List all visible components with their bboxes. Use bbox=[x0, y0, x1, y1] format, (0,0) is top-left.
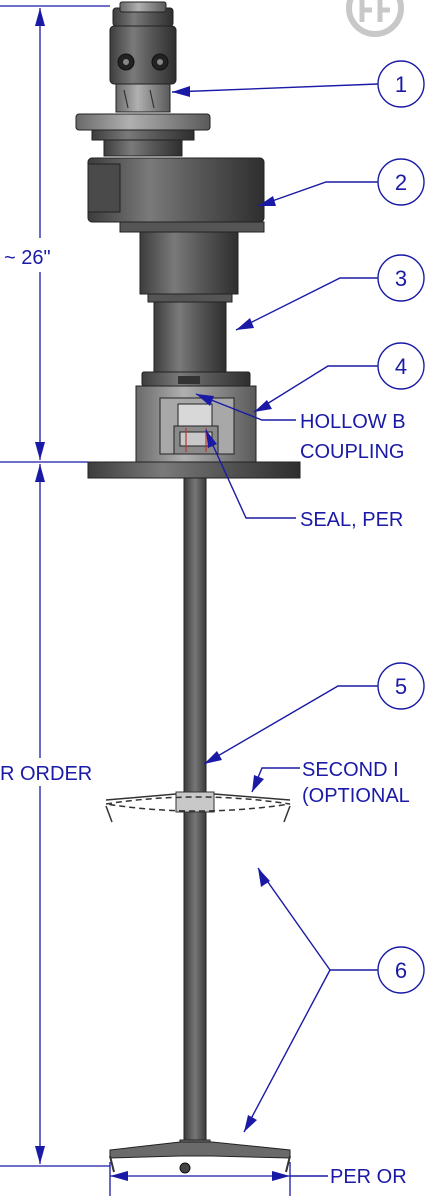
svg-text:3: 3 bbox=[395, 266, 407, 291]
svg-text:HOLLOW B: HOLLOW B bbox=[300, 411, 406, 433]
overall-height-label: ~ 26" bbox=[4, 247, 51, 269]
shaft-length-dimension: R ORDER bbox=[0, 464, 122, 1167]
balloon-3: 3 bbox=[235, 254, 425, 331]
company-logo-icon bbox=[346, 0, 404, 37]
impeller-diameter-dimension: PER OR bbox=[109, 1162, 407, 1196]
balloon-2: 2 bbox=[257, 158, 425, 207]
mixer-body bbox=[75, 1, 301, 1174]
svg-text:5: 5 bbox=[395, 674, 407, 699]
overall-height-dimension: ~ 26" bbox=[0, 5, 110, 463]
second-impeller-callout: SECOND I (OPTIONAL bbox=[251, 759, 410, 807]
seal-callout: SEAL, PER bbox=[205, 429, 403, 531]
svg-text:4: 4 bbox=[395, 354, 407, 379]
svg-text:(OPTIONAL: (OPTIONAL bbox=[302, 785, 410, 807]
balloon-5: 5 bbox=[203, 662, 425, 765]
balloon-4: 4 bbox=[253, 342, 425, 413]
impeller-diameter-label: PER OR bbox=[330, 1166, 407, 1188]
svg-text:COUPLING: COUPLING bbox=[300, 441, 404, 463]
svg-text:2: 2 bbox=[395, 170, 407, 195]
svg-text:1: 1 bbox=[395, 72, 407, 97]
hollow-bore-callout: HOLLOW B COUPLING bbox=[195, 393, 406, 463]
svg-text:6: 6 bbox=[395, 958, 407, 983]
svg-text:SECOND I: SECOND I bbox=[302, 759, 399, 781]
balloon-1: 1 bbox=[171, 60, 425, 108]
shaft-length-label: R ORDER bbox=[0, 763, 92, 785]
svg-text:SEAL, PER: SEAL, PER bbox=[300, 509, 403, 531]
balloon-6: 6 bbox=[243, 867, 425, 1133]
second-impeller bbox=[105, 791, 291, 823]
